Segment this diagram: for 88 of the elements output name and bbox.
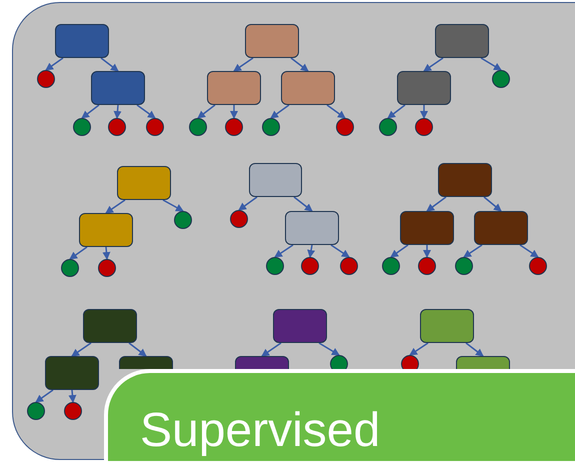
- arrow: [409, 342, 428, 356]
- arrow: [484, 196, 502, 212]
- leaf-circle: [455, 257, 473, 275]
- decision-box: [397, 71, 451, 105]
- leaf-circle: [418, 257, 436, 275]
- rounded-panel: [12, 2, 575, 460]
- leaf-circle: [401, 355, 419, 369]
- arrow: [230, 105, 238, 119]
- arrow: [423, 57, 444, 72]
- arrow: [162, 199, 184, 212]
- decision-box: [273, 309, 327, 343]
- title-panel: [104, 369, 575, 461]
- decision-box: [285, 211, 339, 245]
- decision-box: [456, 356, 510, 369]
- arrow: [326, 104, 346, 119]
- decision-box: [435, 24, 489, 58]
- leaf-circle: [189, 118, 207, 136]
- arrow: [35, 389, 54, 403]
- decision-box: [119, 356, 173, 369]
- arrow: [274, 244, 294, 258]
- leaf-circle: [37, 70, 55, 88]
- decision-box: [438, 163, 492, 197]
- leaf-circle: [336, 118, 354, 136]
- leaf-circle: [330, 355, 348, 369]
- leaf-circle: [492, 70, 510, 88]
- arrow: [45, 57, 64, 71]
- leaf-circle: [174, 211, 192, 229]
- leaf-circle: [61, 259, 79, 277]
- leaf-circle: [64, 402, 82, 420]
- leaf-circle: [382, 257, 400, 275]
- arrow: [290, 57, 309, 72]
- decision-box: [420, 309, 474, 343]
- arrow: [105, 199, 126, 214]
- decision-box: [117, 166, 171, 200]
- leaf-circle: [98, 259, 116, 277]
- leaf-circle: [340, 257, 358, 275]
- arrow: [68, 390, 76, 403]
- arrow: [81, 104, 100, 119]
- panel-title: Supervised: [140, 403, 380, 459]
- decision-box: [83, 309, 137, 343]
- leaf-circle: [108, 118, 126, 136]
- leaf-circle: [301, 257, 319, 275]
- arrow: [420, 105, 428, 119]
- leaf-circle: [266, 257, 284, 275]
- arrow: [71, 342, 92, 357]
- leaf-circle: [225, 118, 243, 136]
- leaf-circle: [73, 118, 91, 136]
- arrow: [100, 57, 119, 72]
- arrow: [270, 104, 290, 119]
- decision-box: [235, 356, 289, 369]
- decision-box: [91, 71, 145, 105]
- arrow: [307, 244, 316, 258]
- decision-box: [45, 356, 99, 390]
- arrow: [426, 196, 446, 212]
- decision-box: [79, 213, 133, 247]
- arrow: [480, 57, 502, 71]
- arrow: [233, 57, 254, 72]
- leaf-circle: [529, 257, 547, 275]
- leaf-circle: [27, 402, 45, 420]
- arrow: [294, 196, 313, 212]
- arrow: [128, 342, 147, 357]
- arrow: [318, 342, 340, 356]
- leaf-circle: [379, 118, 397, 136]
- decision-box: [281, 71, 335, 105]
- leaf-circle: [415, 118, 433, 136]
- arrow: [197, 104, 216, 119]
- decision-box: [207, 71, 261, 105]
- arrow: [136, 104, 156, 119]
- leaf-circle: [262, 118, 280, 136]
- arrow: [261, 342, 282, 357]
- arrow: [69, 246, 88, 260]
- decision-box: [400, 211, 454, 245]
- arrow: [387, 104, 406, 119]
- decision-box: [55, 24, 109, 58]
- arrow: [330, 244, 350, 258]
- arrow: [102, 246, 110, 260]
- leaf-circle: [230, 210, 248, 228]
- leaf-circle: [146, 118, 164, 136]
- decision-box: [245, 24, 299, 58]
- decision-box: [249, 163, 302, 197]
- arrow: [114, 104, 122, 119]
- arrow: [423, 245, 431, 258]
- arrow: [390, 244, 408, 258]
- arrow: [463, 244, 482, 258]
- arrow: [466, 342, 484, 357]
- arrow: [238, 196, 258, 211]
- arrow: [520, 244, 539, 258]
- decision-box: [474, 211, 528, 245]
